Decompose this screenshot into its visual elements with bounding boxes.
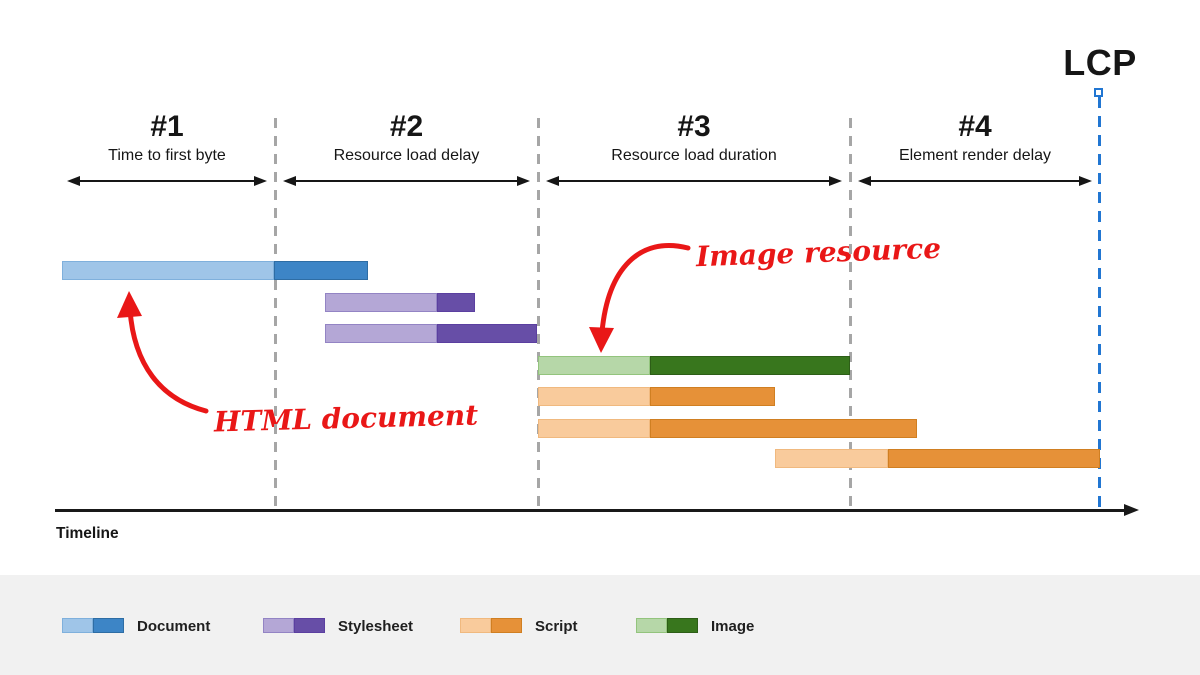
bar-script-light <box>538 387 650 406</box>
lcp-line <box>1098 97 1101 510</box>
arrow-left-tip-icon <box>283 176 296 187</box>
bar-stylesheet-light <box>325 293 437 312</box>
arrow-shaft <box>559 179 829 183</box>
bar-script-light <box>538 419 650 438</box>
phase-number: #1 <box>150 110 184 143</box>
arrow-left-tip-icon <box>858 176 871 187</box>
phase-boundary-line-1 <box>274 118 277 510</box>
image-resource-arrow-curve <box>599 243 691 335</box>
annotation-html-document: HTML document <box>213 398 479 439</box>
arrow-right-tip-icon <box>254 176 267 187</box>
arrow-left-tip-icon <box>67 176 80 187</box>
legend-swatch-stylesheet-light <box>263 618 294 633</box>
bar-document-dark <box>274 261 368 280</box>
arrow-right-tip-icon <box>829 176 842 187</box>
phase-label: Element render delay <box>898 147 1052 164</box>
bar-script-dark <box>888 449 1100 468</box>
legend-label-stylesheet: Stylesheet <box>338 618 414 635</box>
legend-swatch-image-light <box>636 618 667 633</box>
phase-extent-arrow <box>546 175 842 187</box>
bar-image-light <box>538 356 650 375</box>
phase-boundary-line-2 <box>537 118 540 510</box>
legend-swatch-image-dark <box>667 618 698 633</box>
timeline-axis-arrowhead-icon <box>1124 504 1139 516</box>
annotation-image-resource: Image resource <box>695 231 942 274</box>
timeline-label: Timeline <box>56 525 119 542</box>
legend-label-document: Document <box>137 618 211 635</box>
bar-stylesheet-dark <box>437 293 475 312</box>
phase-extent-arrow <box>67 175 267 187</box>
phase-extent-arrow <box>283 175 530 187</box>
bar-stylesheet-light <box>325 324 437 343</box>
legend-swatch-document-light <box>62 618 93 633</box>
legend-label-script: Script <box>535 618 578 635</box>
legend-swatch-stylesheet-dark <box>294 618 325 633</box>
html-document-arrowhead <box>117 291 142 318</box>
arrow-shaft <box>871 179 1079 183</box>
bar-script-dark <box>650 387 775 406</box>
arrow-left-tip-icon <box>546 176 559 187</box>
image-resource-arrowhead <box>589 327 614 353</box>
arrow-shaft <box>80 179 254 183</box>
lcp-title: LCP <box>1063 42 1137 83</box>
legend-swatch-script-dark <box>491 618 522 633</box>
bar-image-dark <box>650 356 850 375</box>
arrow-shaft <box>296 179 517 183</box>
legend-strip <box>0 575 1200 675</box>
bar-document-light <box>62 261 274 280</box>
legend-swatch-script-light <box>460 618 491 633</box>
phase-number: #2 <box>389 110 424 143</box>
phase-label: Resource load delay <box>333 147 480 164</box>
timeline-axis <box>55 509 1125 512</box>
html-document-arrow-curve <box>127 307 209 414</box>
lcp-marker-icon <box>1094 88 1103 97</box>
phase-label: Time to first byte <box>108 147 226 164</box>
phase-boundary-line-3 <box>849 118 852 510</box>
legend-label-image: Image <box>711 618 755 635</box>
arrow-right-tip-icon <box>517 176 530 187</box>
phase-number: #4 <box>958 110 992 143</box>
bar-script-dark <box>650 419 917 438</box>
phase-number: #3 <box>677 110 711 143</box>
legend-swatch-document-dark <box>93 618 124 633</box>
phase-label: Resource load duration <box>611 147 777 164</box>
bar-stylesheet-dark <box>437 324 537 343</box>
bar-script-light <box>775 449 888 468</box>
phase-extent-arrow <box>858 175 1092 187</box>
arrow-right-tip-icon <box>1079 176 1092 187</box>
